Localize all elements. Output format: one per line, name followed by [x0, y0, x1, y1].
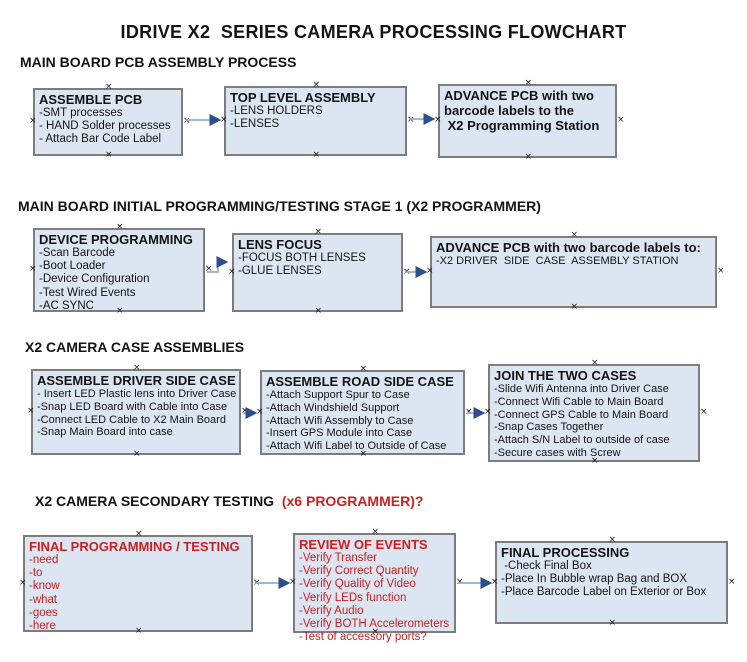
anchor-mark: × [407, 115, 415, 125]
anchor-mark: × [133, 449, 141, 459]
box-title: ADVANCE PCB with two barcode labels to t… [444, 88, 600, 133]
box-title: FINAL PROCESSING [501, 545, 630, 560]
anchor-mark: × [491, 576, 499, 587]
box-lens-focus: LENS FOCUS -FOCUS BOTH LENSES -GLUE LENS… [228, 228, 411, 316]
box-items: -LENS HOLDERS -LENSES [230, 105, 323, 131]
box-items: -Check Final Box -Place In Bubble wrap B… [501, 560, 707, 599]
anchor-mark: × [465, 406, 473, 417]
anchor-mark: × [133, 363, 141, 373]
box-title: ASSEMBLE PCB [39, 92, 143, 107]
section-header-initial-programming-testing: MAIN BOARD INITIAL PROGRAMMING/TESTING S… [18, 198, 541, 214]
anchor-mark: × [314, 227, 323, 237]
anchor-mark: × [116, 222, 124, 232]
anchor-mark: × [256, 406, 264, 417]
anchor-mark: × [289, 577, 297, 587]
box-assemble-driver-side-case: ASSEMBLE DRIVER SIDE CASE - Insert LED P… [27, 364, 249, 459]
anchor-mark: × [312, 80, 321, 90]
anchor-mark: × [700, 407, 708, 417]
box-top-level-assembly: TOP LEVEL ASSEMBLY -LENS HOLDERS -LENSES… [220, 81, 415, 160]
box-title: FINAL PROGRAMMING / TESTING [29, 539, 240, 554]
anchor-mark: × [27, 406, 35, 416]
box-title: ADVANCE PCB with two barcode labels to: [436, 240, 701, 255]
anchor-mark: × [314, 306, 323, 316]
anchor-mark: × [570, 302, 579, 312]
box-review-of-events: REVIEW OF EVENTS -Verify Transfer -Verif… [289, 528, 464, 644]
anchor-mark: × [220, 115, 228, 125]
section-header-secondary-testing: X2 CAMERA SECONDARY TESTING (x6 PROGRAMM… [35, 493, 423, 509]
box-title: DEVICE PROGRAMMING [39, 232, 193, 247]
box-items: -need -to -know -what -goes -here [29, 554, 60, 633]
connector-arrow-device-to-lensfocus [207, 256, 229, 273]
anchor-mark: × [484, 407, 492, 417]
box-items: -FOCUS BOTH LENSES -GLUE LENSES [238, 252, 366, 278]
box-title: ASSEMBLE ROAD SIDE CASE [266, 374, 454, 389]
anchor-mark: × [617, 115, 625, 125]
anchor-mark: × [403, 266, 411, 277]
box-final-programming-testing: FINAL PROGRAMMING / TESTING -need -to -k… [19, 530, 261, 636]
box-title: REVIEW OF EVENTS [299, 537, 428, 552]
anchor-mark: × [228, 266, 236, 277]
anchor-mark: × [253, 577, 261, 588]
box-join-the-two-cases: JOIN THE TWO CASES -Slide Wifi Antenna i… [484, 359, 708, 466]
anchor-mark: × [29, 264, 37, 274]
anchor-mark: × [105, 82, 113, 92]
box-assemble-pcb: ASSEMBLE PCB -SMT processes - HAND Solde… [29, 83, 191, 160]
box-assemble-road-side-case: ASSEMBLE ROAD SIDE CASE -Attach Support … [256, 365, 473, 459]
page-title: IDRIVE X2 SERIES CAMERA PROCESSING FLOWC… [120, 22, 627, 42]
anchor-mark: × [456, 577, 464, 587]
anchor-mark: × [570, 230, 579, 240]
box-advance-pcb-programming-station: ADVANCE PCB with two barcode labels to t… [434, 79, 625, 162]
section-header-camera-case-assemblies: X2 CAMERA CASE ASSEMBLIES [25, 339, 245, 355]
box-items: - Insert LED Plastic lens into Driver Ca… [37, 388, 237, 439]
anchor-mark: × [19, 577, 27, 588]
box-items: -Scan Barcode -Boot Loader -Device Confi… [39, 247, 150, 312]
anchor-mark: × [205, 264, 213, 274]
box-items: -Slide Wifi Antenna into Driver Case -Co… [494, 383, 670, 459]
box-items: -Verify Transfer -Verify Correct Quantit… [299, 552, 450, 644]
box-items: -X2 DRIVER SIDE CASE ASSEMBLY STATION [436, 255, 679, 267]
section-header-black-part: X2 CAMERA SECONDARY TESTING [35, 493, 282, 509]
anchor-mark: × [426, 266, 434, 276]
anchor-mark: × [105, 150, 113, 160]
anchor-mark: × [29, 116, 37, 126]
anchor-mark: × [728, 576, 736, 587]
box-items: -Attach Support Spur to Case -Attach Win… [266, 389, 447, 453]
anchor-mark: × [524, 78, 533, 88]
anchor-mark: × [371, 527, 380, 537]
box-device-programming: DEVICE PROGRAMMING -Scan Barcode -Boot L… [29, 223, 213, 316]
box-items: -SMT processes - HAND Solder processes -… [39, 107, 171, 146]
box-advance-pcb-driver-side: ADVANCE PCB with two barcode labels to: … [426, 231, 725, 312]
anchor-mark: × [135, 529, 143, 539]
anchor-mark: × [183, 116, 191, 126]
anchor-mark: × [241, 406, 249, 416]
box-title: LENS FOCUS [238, 237, 322, 252]
anchor-mark: × [591, 358, 599, 368]
anchor-mark: × [312, 150, 321, 160]
anchor-mark: × [524, 152, 533, 162]
anchor-mark: × [717, 266, 725, 276]
anchor-mark: × [608, 618, 617, 628]
box-final-processing: FINAL PROCESSING -Check Final Box -Place… [491, 536, 736, 628]
box-title: JOIN THE TWO CASES [494, 368, 637, 383]
anchor-mark: × [608, 535, 617, 545]
anchor-mark: × [359, 364, 368, 374]
box-title: TOP LEVEL ASSEMBLY [230, 90, 376, 105]
anchor-mark: × [434, 115, 442, 125]
box-title: ASSEMBLE DRIVER SIDE CASE [37, 373, 236, 388]
section-header-main-board-pcb-assembly: MAIN BOARD PCB ASSEMBLY PROCESS [20, 54, 297, 70]
section-header-red-part: (x6 PROGRAMMER)? [281, 493, 424, 509]
